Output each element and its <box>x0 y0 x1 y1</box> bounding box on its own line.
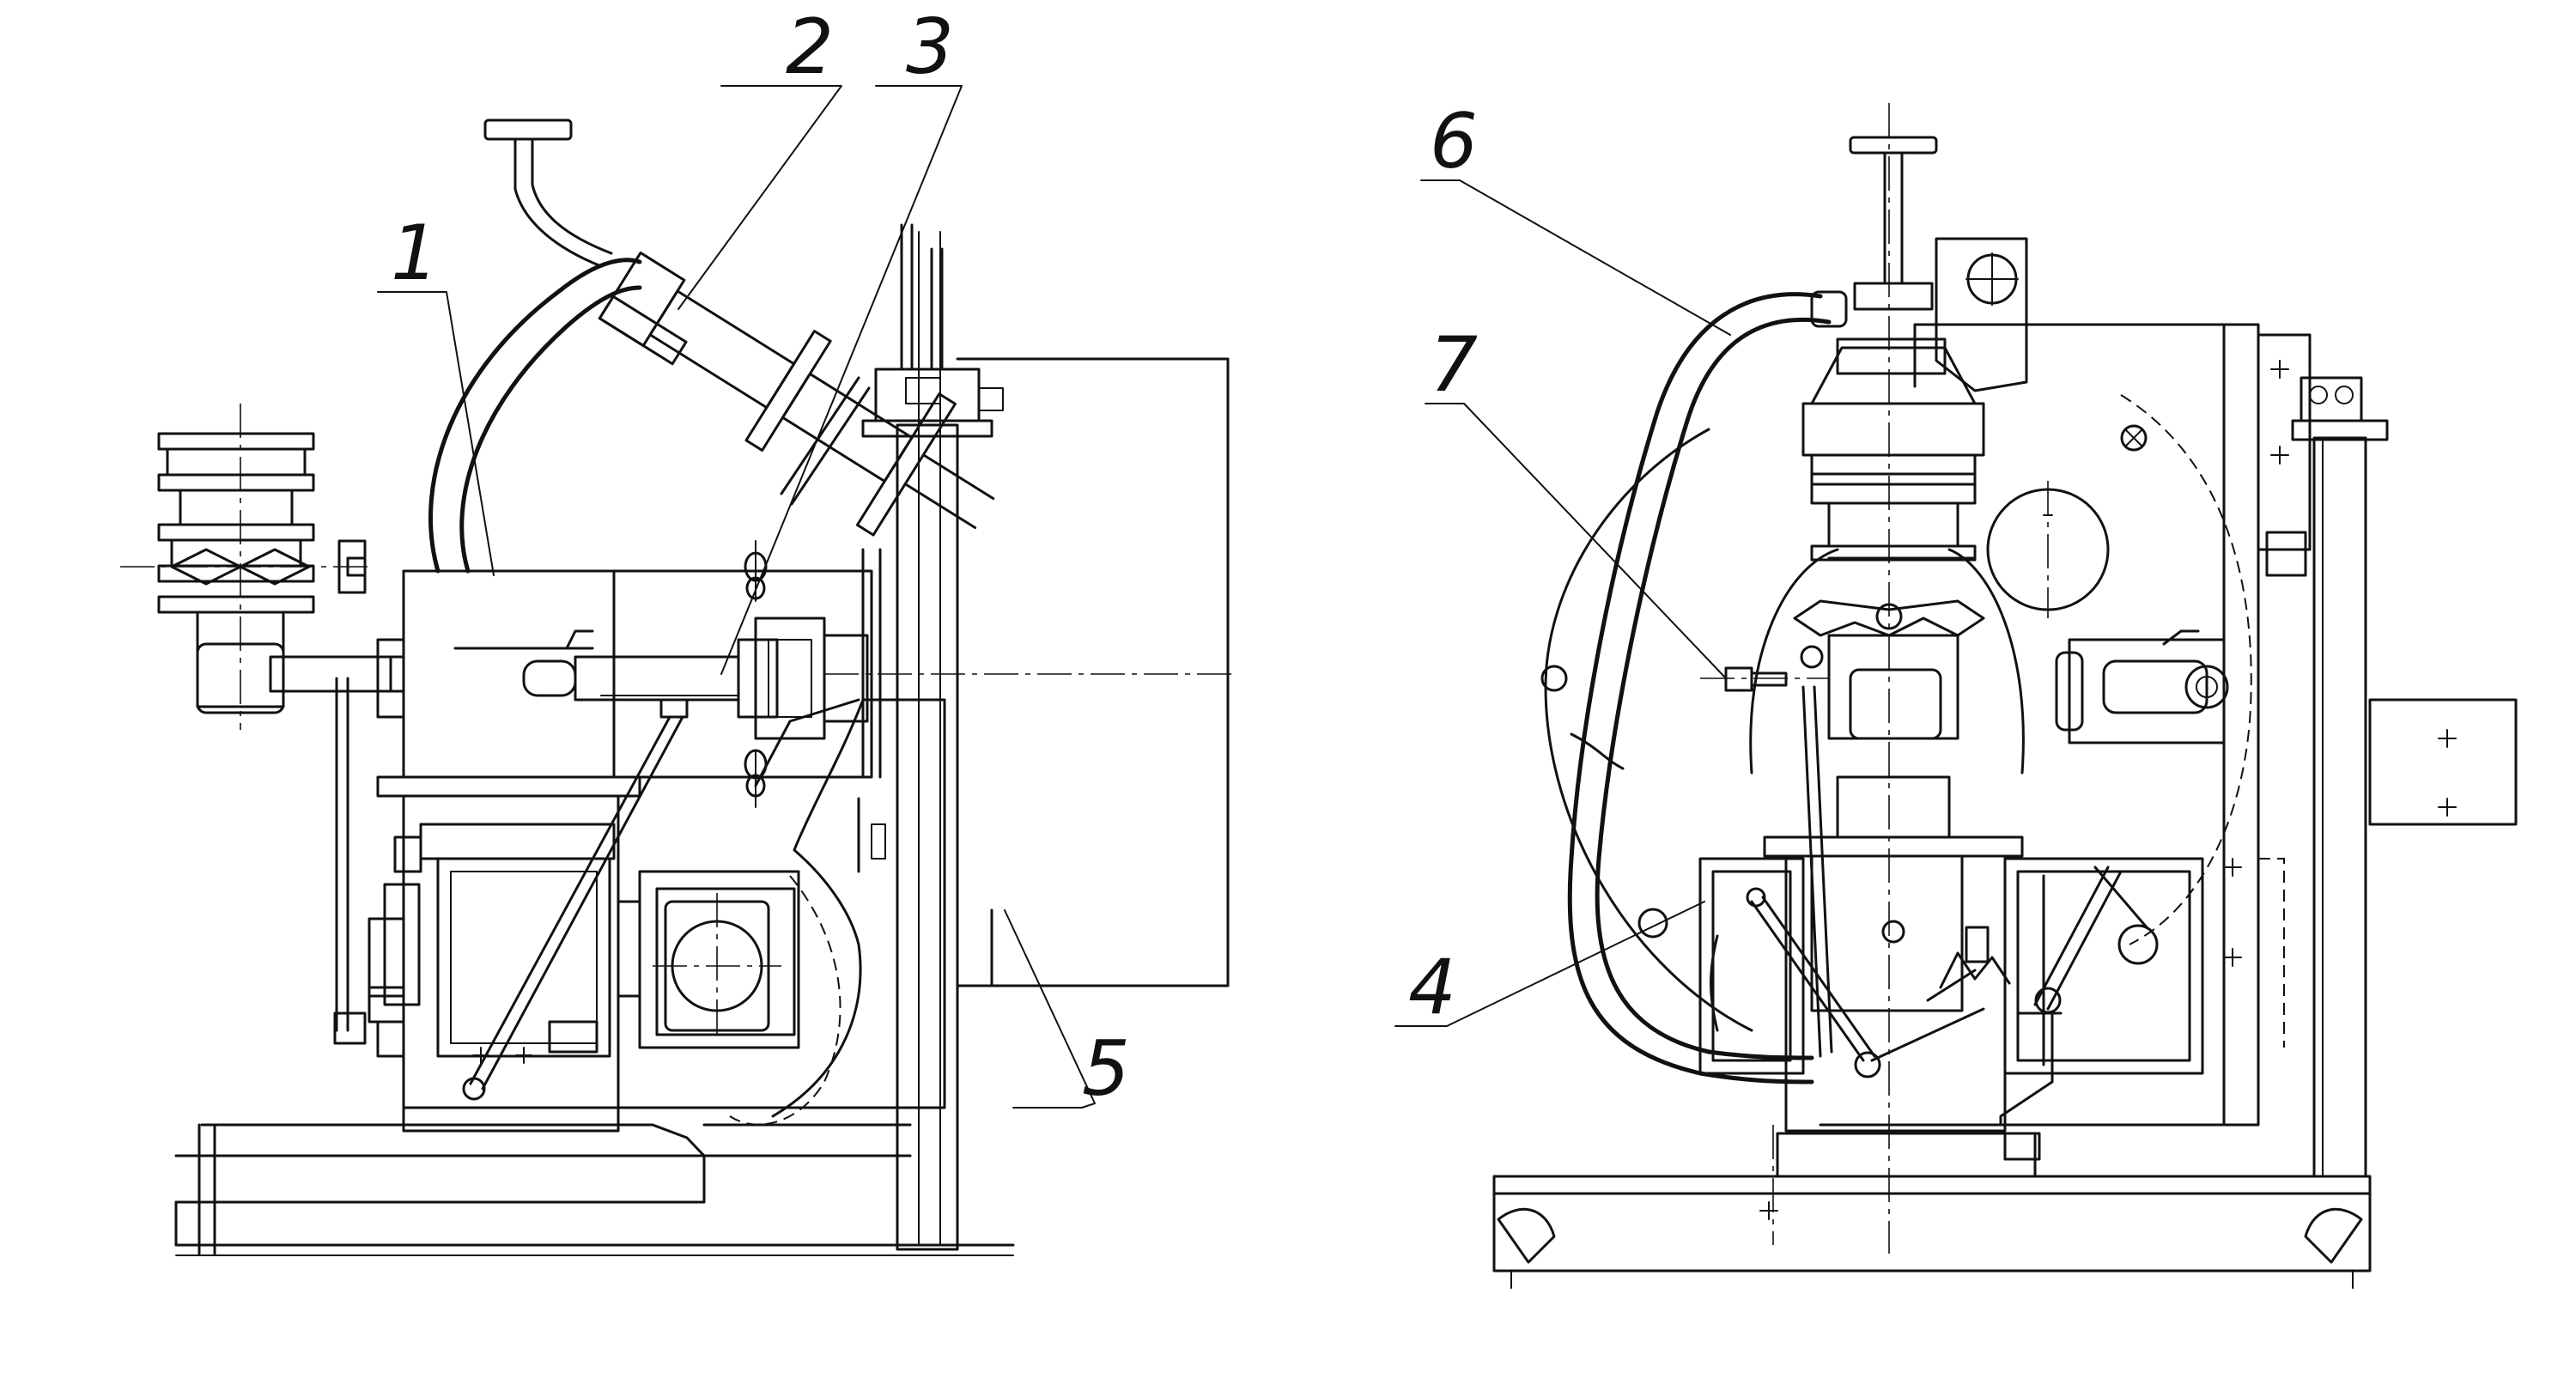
front-right-gearbox <box>2003 857 2204 1075</box>
front-base-frame <box>1492 1125 2372 1289</box>
ignition-rod <box>462 698 860 1101</box>
side-view <box>120 118 1236 1256</box>
base-frame <box>174 1123 1015 1256</box>
burner-housing-1 <box>376 548 946 1133</box>
callout-1: 1 <box>391 209 439 297</box>
front-column <box>2257 333 2518 1178</box>
vertical-column <box>861 223 1004 1251</box>
front-left-gearbox <box>1698 857 1881 1078</box>
fan-window <box>617 870 800 1049</box>
valve-assembly <box>120 404 369 730</box>
motor-unit <box>333 677 616 1064</box>
callout-4: 4 <box>1408 943 1456 1031</box>
mounting-plate-5 <box>824 357 1236 987</box>
callout-2: 2 <box>786 3 834 91</box>
electrodes <box>744 540 768 808</box>
connector-7 <box>1700 645 1833 1058</box>
fastener-marks <box>1759 360 2289 1220</box>
top-bracket <box>1935 237 2028 392</box>
gauge <box>1986 481 2110 618</box>
callout-labels: 1 2 3 4 5 6 7 <box>391 3 1478 1113</box>
inclined-nozzle-2 <box>483 118 995 537</box>
central-tube-stack <box>1749 103 2025 1254</box>
callout-5: 5 <box>1082 1024 1130 1113</box>
lower-links <box>1870 926 2063 1161</box>
hose <box>428 258 642 574</box>
callout-3: 3 <box>906 3 954 91</box>
front-right-cylinder <box>2055 629 2229 744</box>
front-view <box>1492 103 2518 1289</box>
hose-6 <box>1567 290 1848 1084</box>
callout-7: 7 <box>1430 320 1478 409</box>
fuel-lance-3 <box>269 617 869 740</box>
callout-6: 6 <box>1430 97 1478 185</box>
leader-lines <box>377 85 1731 1109</box>
